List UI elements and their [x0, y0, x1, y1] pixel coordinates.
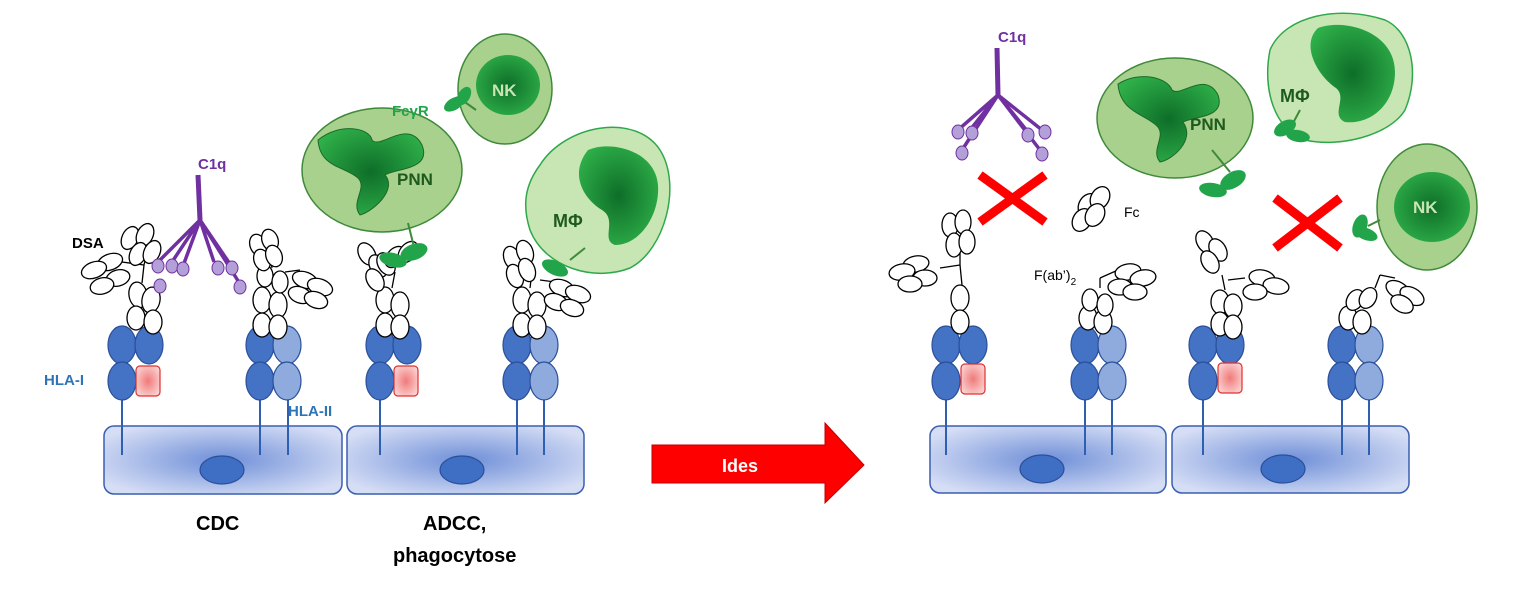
- cdc-label: CDC: [196, 513, 239, 535]
- c1q-complex: [151, 174, 247, 295]
- hla-class-i-molecule: [931, 325, 988, 455]
- target-cell-right-2: [1171, 425, 1410, 494]
- fab2-label-subscript: 2: [1071, 277, 1077, 288]
- fcgr-label: FcγR: [392, 103, 429, 120]
- dsa-antibody: [502, 239, 592, 340]
- mphi-label-right: MΦ: [1280, 86, 1310, 106]
- dsa-antibody: [248, 228, 334, 340]
- pnn-cell: [301, 107, 463, 268]
- ides-label: Ides: [722, 456, 758, 476]
- nucleus: [439, 455, 485, 485]
- target-cell-right-1: [929, 425, 1167, 494]
- nucleus: [1019, 454, 1065, 484]
- nucleus: [1260, 454, 1306, 484]
- fab2-fragment: [1195, 230, 1290, 340]
- ides-arrow: Ides: [651, 421, 865, 505]
- fab2-fragment: [888, 209, 976, 335]
- beta2-microglobulin: [393, 365, 419, 397]
- dsa-antibody: [357, 240, 419, 340]
- left-panel: DSA C1q FcγR HLA-I HLA-II PNN NK MΦ CDC …: [44, 33, 671, 567]
- macrophage-cell: [524, 126, 671, 277]
- fc-label: Fc: [1124, 204, 1140, 220]
- fc-fragment: [1071, 186, 1111, 232]
- dsa-antibody: [80, 222, 163, 335]
- fab2-label: F(ab’)2: [1034, 267, 1077, 288]
- target-cell-cdc: [103, 425, 343, 495]
- right-panel: C1q Fc F(ab’)2 PNN MΦ NK: [888, 12, 1478, 494]
- hla-ii-label: HLA-II: [288, 403, 332, 420]
- macrophage-cell: [1266, 12, 1414, 144]
- nk-label: NK: [492, 81, 517, 100]
- pnn-label-right: PNN: [1190, 115, 1226, 134]
- dsa-label: DSA: [72, 235, 104, 252]
- hla-class-ii-molecule: [1070, 325, 1127, 455]
- adcc-label-line1: ADCC,: [423, 513, 486, 535]
- hla-class-ii-molecule: [1327, 325, 1384, 455]
- pnn-label: PNN: [397, 170, 433, 189]
- nucleus: [199, 455, 245, 485]
- target-cell-adcc: [346, 425, 585, 495]
- hla-i-label: HLA-I: [44, 372, 84, 389]
- pnn-cell: [1096, 57, 1254, 198]
- c1q-label-right: C1q: [998, 29, 1026, 46]
- nk-cell: [444, 33, 553, 145]
- mphi-label: MΦ: [553, 211, 583, 231]
- c1q-label: C1q: [198, 156, 226, 173]
- nk-label-right: NK: [1413, 198, 1438, 217]
- fab2-label-main: F(ab’): [1034, 267, 1071, 283]
- c1q-complex: [951, 47, 1052, 162]
- blocked-cross-effector: [1272, 194, 1343, 252]
- nk-cell: [1352, 143, 1478, 271]
- fab2-fragment: [1338, 274, 1425, 335]
- adcc-label-line2: phagocytose: [393, 545, 516, 567]
- blocked-cross-complement: [977, 171, 1048, 226]
- beta2-microglobulin: [135, 365, 161, 397]
- fab2-fragment: [1078, 263, 1157, 335]
